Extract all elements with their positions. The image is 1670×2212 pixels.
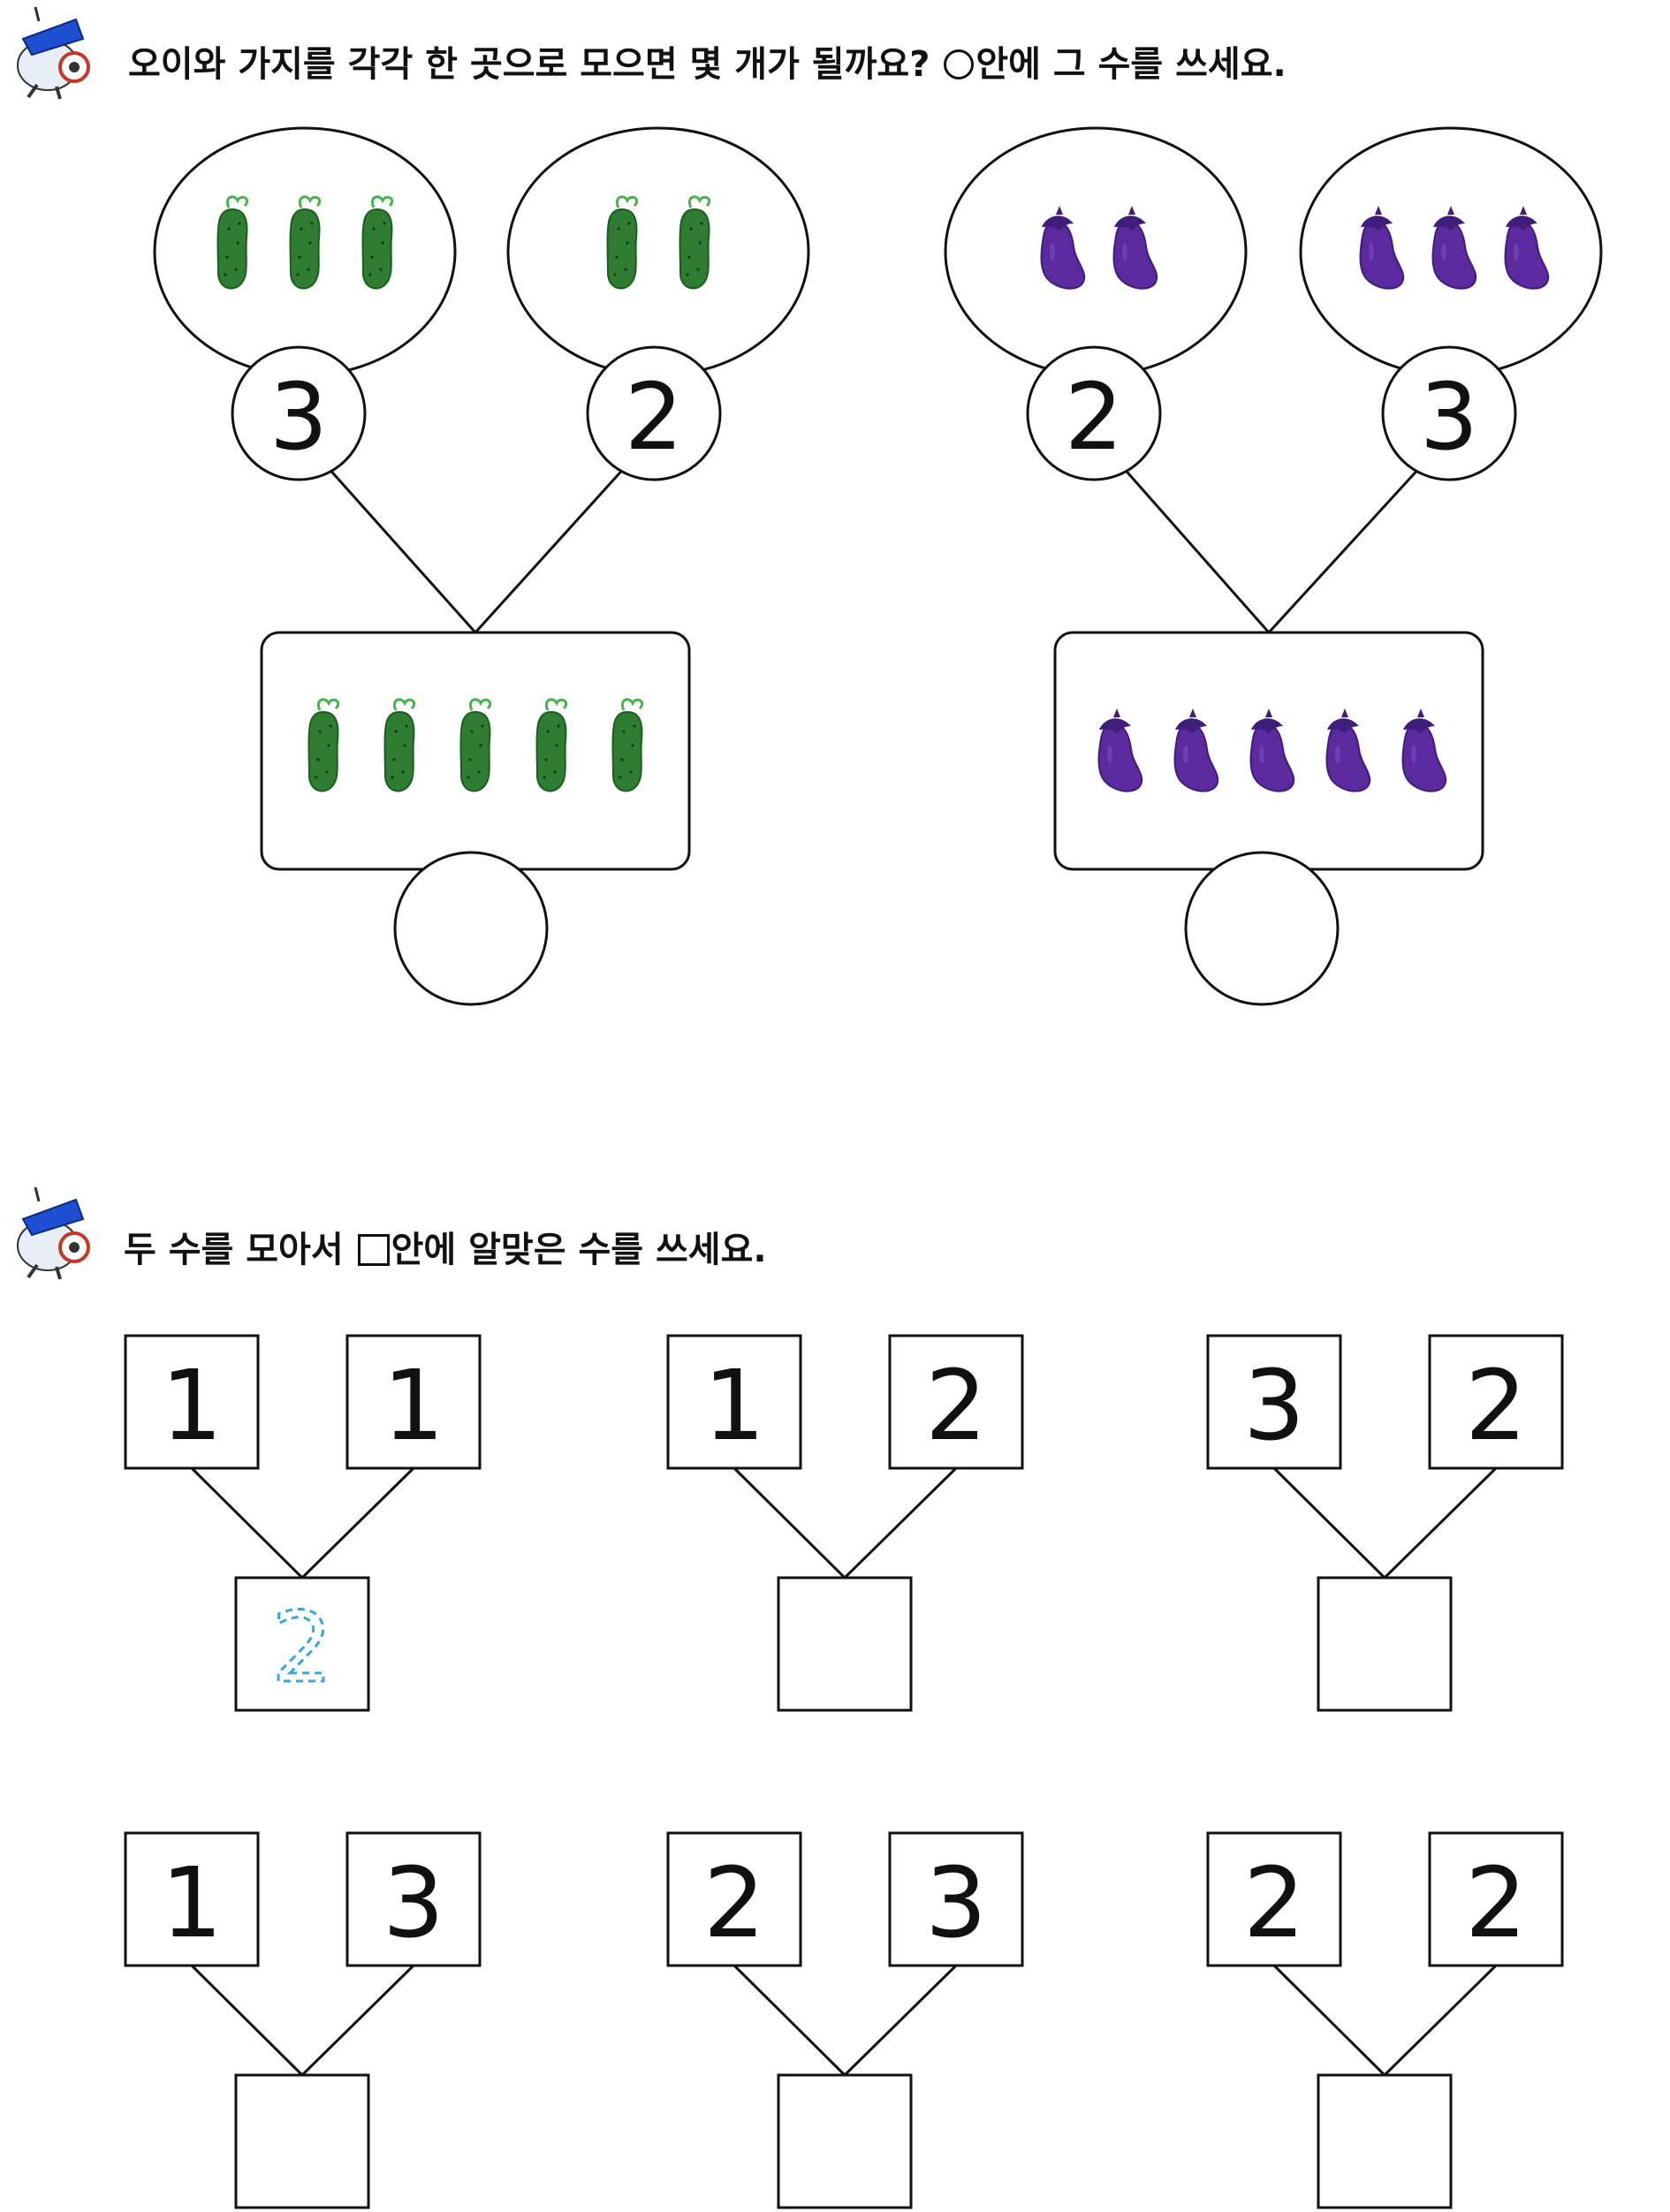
section1-instruction: 오이와 가지를 각각 한 곳으로 모으면 몇 개가 될까요? 안에 그 수를 쓰… <box>128 35 1287 87</box>
addend-box-right <box>888 1831 1024 1967</box>
count-circle-left <box>231 345 367 481</box>
addend-box-right <box>1428 1831 1564 1967</box>
addend-box-left <box>1206 1831 1342 1967</box>
addend-left: 1 <box>161 1846 223 1959</box>
addend-right: 2 <box>1465 1349 1527 1462</box>
section2-instruction-tail: 안에 알맞은 수를 쓰세요. <box>391 1230 767 1270</box>
addend-right: 3 <box>925 1846 987 1959</box>
addend-box-right <box>1428 1334 1564 1470</box>
connector-line <box>190 1466 304 1579</box>
connector-line <box>733 1466 846 1579</box>
box-symbol-icon <box>357 1234 390 1266</box>
addend-box-left <box>1206 1334 1342 1470</box>
count-circle-left <box>1026 345 1162 481</box>
connector-line <box>474 465 627 634</box>
count-right: 3 <box>1420 363 1478 471</box>
addend-box-right <box>345 1831 482 1967</box>
answer-box[interactable] <box>1317 1576 1453 1712</box>
answer-circle[interactable] <box>393 851 549 1006</box>
connector-line <box>325 466 477 633</box>
addend-box-left <box>124 1334 260 1470</box>
connector-line <box>300 1964 415 2077</box>
addend-left: 2 <box>1243 1846 1305 1959</box>
connector-line <box>300 1466 415 1579</box>
connector-line <box>1272 1466 1386 1579</box>
addend-box-left <box>124 1831 260 1967</box>
group-bubble-left <box>944 126 1248 377</box>
answer-box[interactable] <box>777 2073 913 2209</box>
addend-right: 2 <box>1465 1846 1527 1959</box>
section2-instruction-head: 두 수를 모아서 <box>124 1230 344 1270</box>
mascot-icon <box>5 4 102 101</box>
group-bubble-right <box>506 126 810 377</box>
addend-box-left <box>666 1334 802 1470</box>
number-bond-problem: 1 1 2 <box>124 1334 482 1712</box>
count-right: 2 <box>625 363 683 471</box>
connector-line <box>1267 465 1423 634</box>
count-circle-right <box>1381 345 1517 481</box>
connector-line <box>843 1964 958 2077</box>
connector-line <box>1383 1964 1498 2077</box>
connector-line <box>1120 466 1271 633</box>
answer-circle[interactable] <box>1184 851 1340 1006</box>
section2-instruction: 두 수를 모아서 안에 알맞은 수를 쓰세요. <box>124 1221 767 1272</box>
count-left: 2 <box>1065 363 1123 471</box>
addend-right: 2 <box>925 1349 987 1462</box>
connector-line <box>733 1964 846 2077</box>
count-circle-right <box>586 345 722 481</box>
addend-box-right <box>345 1334 482 1470</box>
answer-box[interactable] <box>1317 2073 1453 2209</box>
answer-box[interactable] <box>234 2073 370 2209</box>
count-left: 3 <box>269 363 328 471</box>
answer-box[interactable] <box>777 1576 913 1712</box>
answer-box[interactable] <box>234 1576 370 1712</box>
connector-line <box>1272 1964 1386 2077</box>
addend-left: 2 <box>703 1846 765 1959</box>
addend-left: 1 <box>703 1349 765 1462</box>
addend-left: 3 <box>1243 1349 1305 1462</box>
addend-box-left <box>666 1831 802 1967</box>
circle-symbol-icon <box>944 49 975 80</box>
addend-right: 3 <box>383 1846 444 1959</box>
addend-left: 1 <box>161 1349 223 1462</box>
addend-box-right <box>888 1334 1024 1470</box>
addend-right: 1 <box>383 1349 444 1462</box>
example-answer: 2 <box>271 1591 333 1704</box>
connector-line <box>843 1466 958 1579</box>
mascot-icon <box>5 1184 102 1281</box>
section1-instruction-text: 오이와 가지를 각각 한 곳으로 모으면 몇 개가 될까요? <box>128 44 930 85</box>
connector-line <box>190 1964 304 2077</box>
section1-instruction-tail: 안에 그 수를 쓰세요. <box>975 44 1287 85</box>
connector-line <box>1383 1466 1498 1579</box>
